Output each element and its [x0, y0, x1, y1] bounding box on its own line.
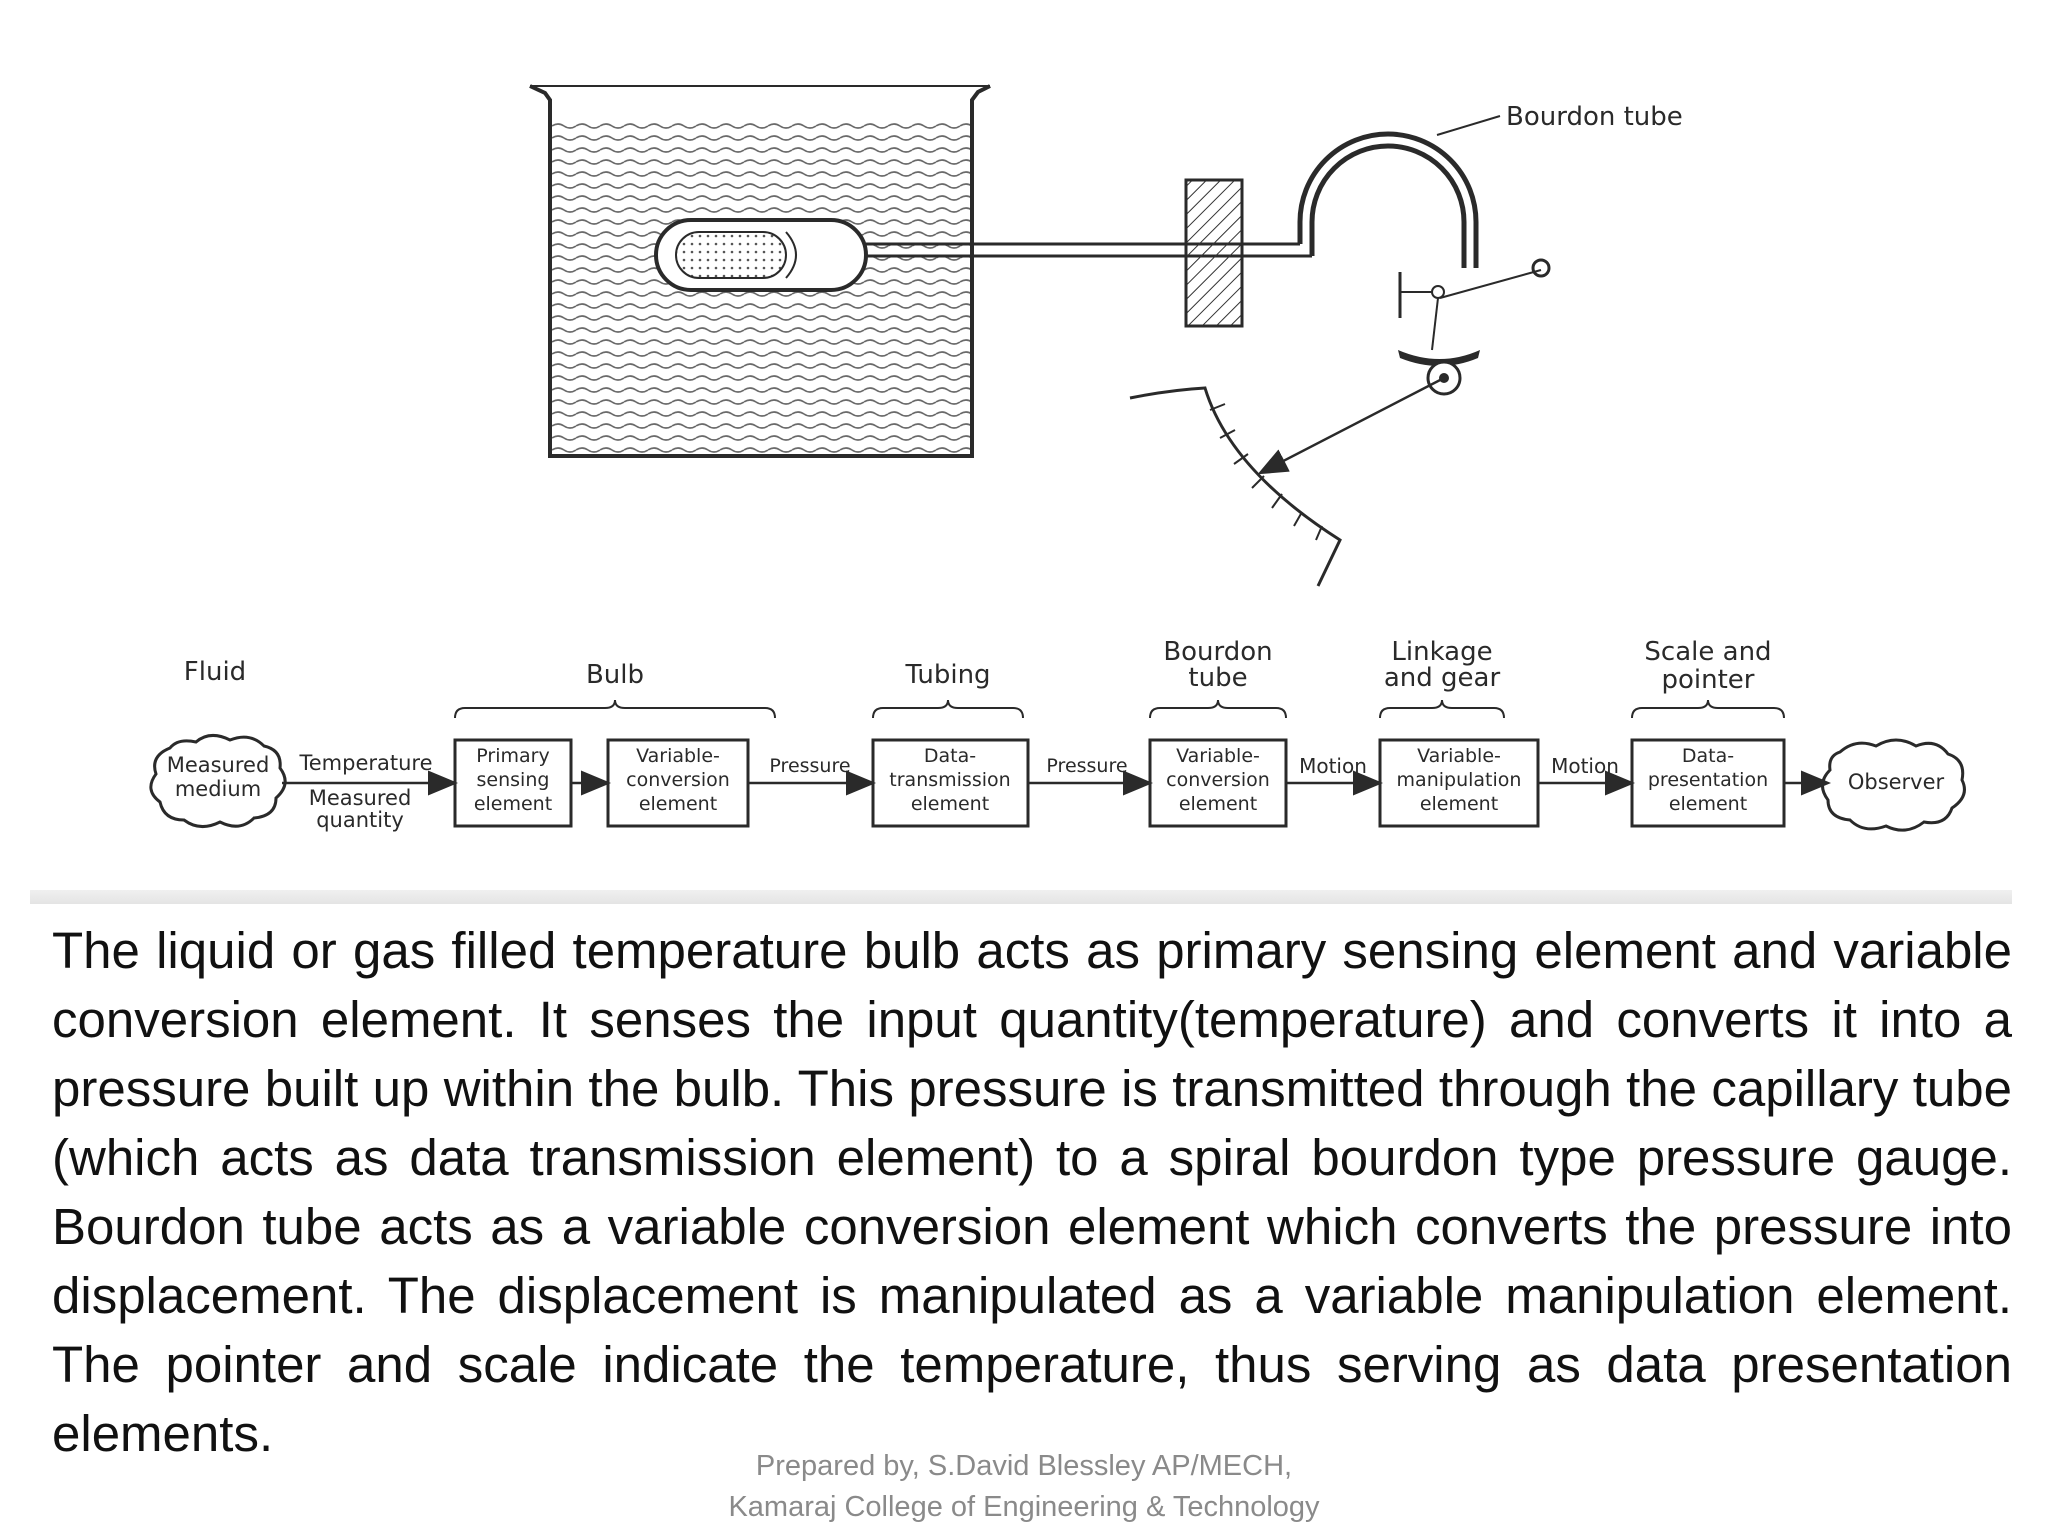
- svg-text:Bulb: Bulb: [586, 660, 644, 690]
- group-label-bulb: Bulb: [454, 660, 776, 719]
- svg-text:Variable-: Variable-: [636, 745, 720, 767]
- signal-motion-1: Motion: [1299, 754, 1367, 778]
- image-divider: [30, 890, 2012, 904]
- svg-text:Linkage: Linkage: [1391, 637, 1492, 667]
- svg-text:Fluid: Fluid: [184, 657, 246, 687]
- svg-text:Observer: Observer: [1848, 770, 1945, 794]
- svg-text:Bourdon: Bourdon: [1163, 637, 1272, 667]
- svg-text:pointer: pointer: [1662, 665, 1755, 695]
- group-label-scale-and-pointer: Scale and pointer: [1631, 637, 1785, 719]
- svg-text:element: element: [1179, 793, 1257, 815]
- footer-author: Prepared by, S.David Blessley AP/MECH,: [755, 1450, 1293, 1482]
- svg-text:sensing: sensing: [477, 769, 550, 791]
- svg-text:element: element: [1669, 793, 1747, 815]
- signal-pressure-1: Pressure: [769, 755, 850, 777]
- svg-text:manipulation: manipulation: [1397, 769, 1522, 791]
- variable-manipulation-element-box: Variable- manipulation element: [1378, 738, 1540, 828]
- svg-text:element: element: [1420, 793, 1498, 815]
- group-label-linkage-and-gear: Linkage and gear: [1379, 637, 1505, 719]
- signal-pressure-2: Pressure: [1046, 755, 1127, 777]
- bourdon-tube: Bourdon tube: [1297, 102, 1683, 278]
- svg-text:Variable-: Variable-: [1417, 745, 1501, 767]
- temperature-bulb: [654, 218, 868, 292]
- bourdon-conversion-element-box: Variable- conversion element: [1148, 738, 1288, 828]
- svg-text:conversion: conversion: [626, 769, 730, 791]
- svg-text:element: element: [474, 793, 552, 815]
- svg-text:Tubing: Tubing: [904, 660, 990, 690]
- description-paragraph: The liquid or gas filled temperature bul…: [52, 922, 2012, 1462]
- svg-text:and gear: and gear: [1384, 663, 1501, 693]
- group-label-fluid: Fluid: [184, 657, 246, 687]
- primary-sensing-element-box: Primary sensing element: [453, 738, 573, 828]
- svg-text:Data-: Data-: [1682, 745, 1734, 767]
- bourdon-tube-label: Bourdon tube: [1506, 102, 1683, 132]
- variable-conversion-element-box: Variable- conversion element: [606, 738, 750, 828]
- svg-text:Primary: Primary: [476, 745, 549, 767]
- svg-text:Variable-: Variable-: [1176, 745, 1260, 767]
- group-label-bourdon-tube: Bourdon tube: [1149, 637, 1287, 719]
- footer-institution: Kamaraj College of Engineering & Technol…: [728, 1491, 1320, 1523]
- signal-measured-quantity-line1: Measured: [309, 786, 412, 810]
- svg-text:element: element: [639, 793, 717, 815]
- svg-text:tube: tube: [1188, 663, 1247, 693]
- svg-text:presentation: presentation: [1648, 769, 1768, 791]
- svg-text:conversion: conversion: [1166, 769, 1270, 791]
- svg-text:element: element: [911, 793, 989, 815]
- measured-medium-cloud: Measured medium: [149, 734, 287, 828]
- svg-text:transmission: transmission: [889, 769, 1010, 791]
- signal-measured-quantity-line2: quantity: [316, 808, 404, 832]
- svg-text:medium: medium: [175, 777, 261, 801]
- observer-cloud: Observer: [1821, 738, 1966, 832]
- svg-text:Data-: Data-: [924, 745, 976, 767]
- data-presentation-element-box: Data- presentation element: [1630, 738, 1786, 828]
- svg-text:Scale and: Scale and: [1644, 637, 1771, 667]
- group-label-tubing: Tubing: [872, 660, 1024, 719]
- svg-text:Measured: Measured: [167, 753, 270, 777]
- signal-motion-2: Motion: [1551, 754, 1619, 778]
- capillary-tube: [866, 178, 1312, 328]
- thermometer-diagram: Bourdon tube Fluid Bulb Tubing: [149, 84, 1966, 832]
- data-transmission-element-box: Data- transmission element: [871, 738, 1030, 828]
- signal-temperature: Temperature: [298, 751, 432, 775]
- linkage-and-gear: [1129, 269, 1542, 587]
